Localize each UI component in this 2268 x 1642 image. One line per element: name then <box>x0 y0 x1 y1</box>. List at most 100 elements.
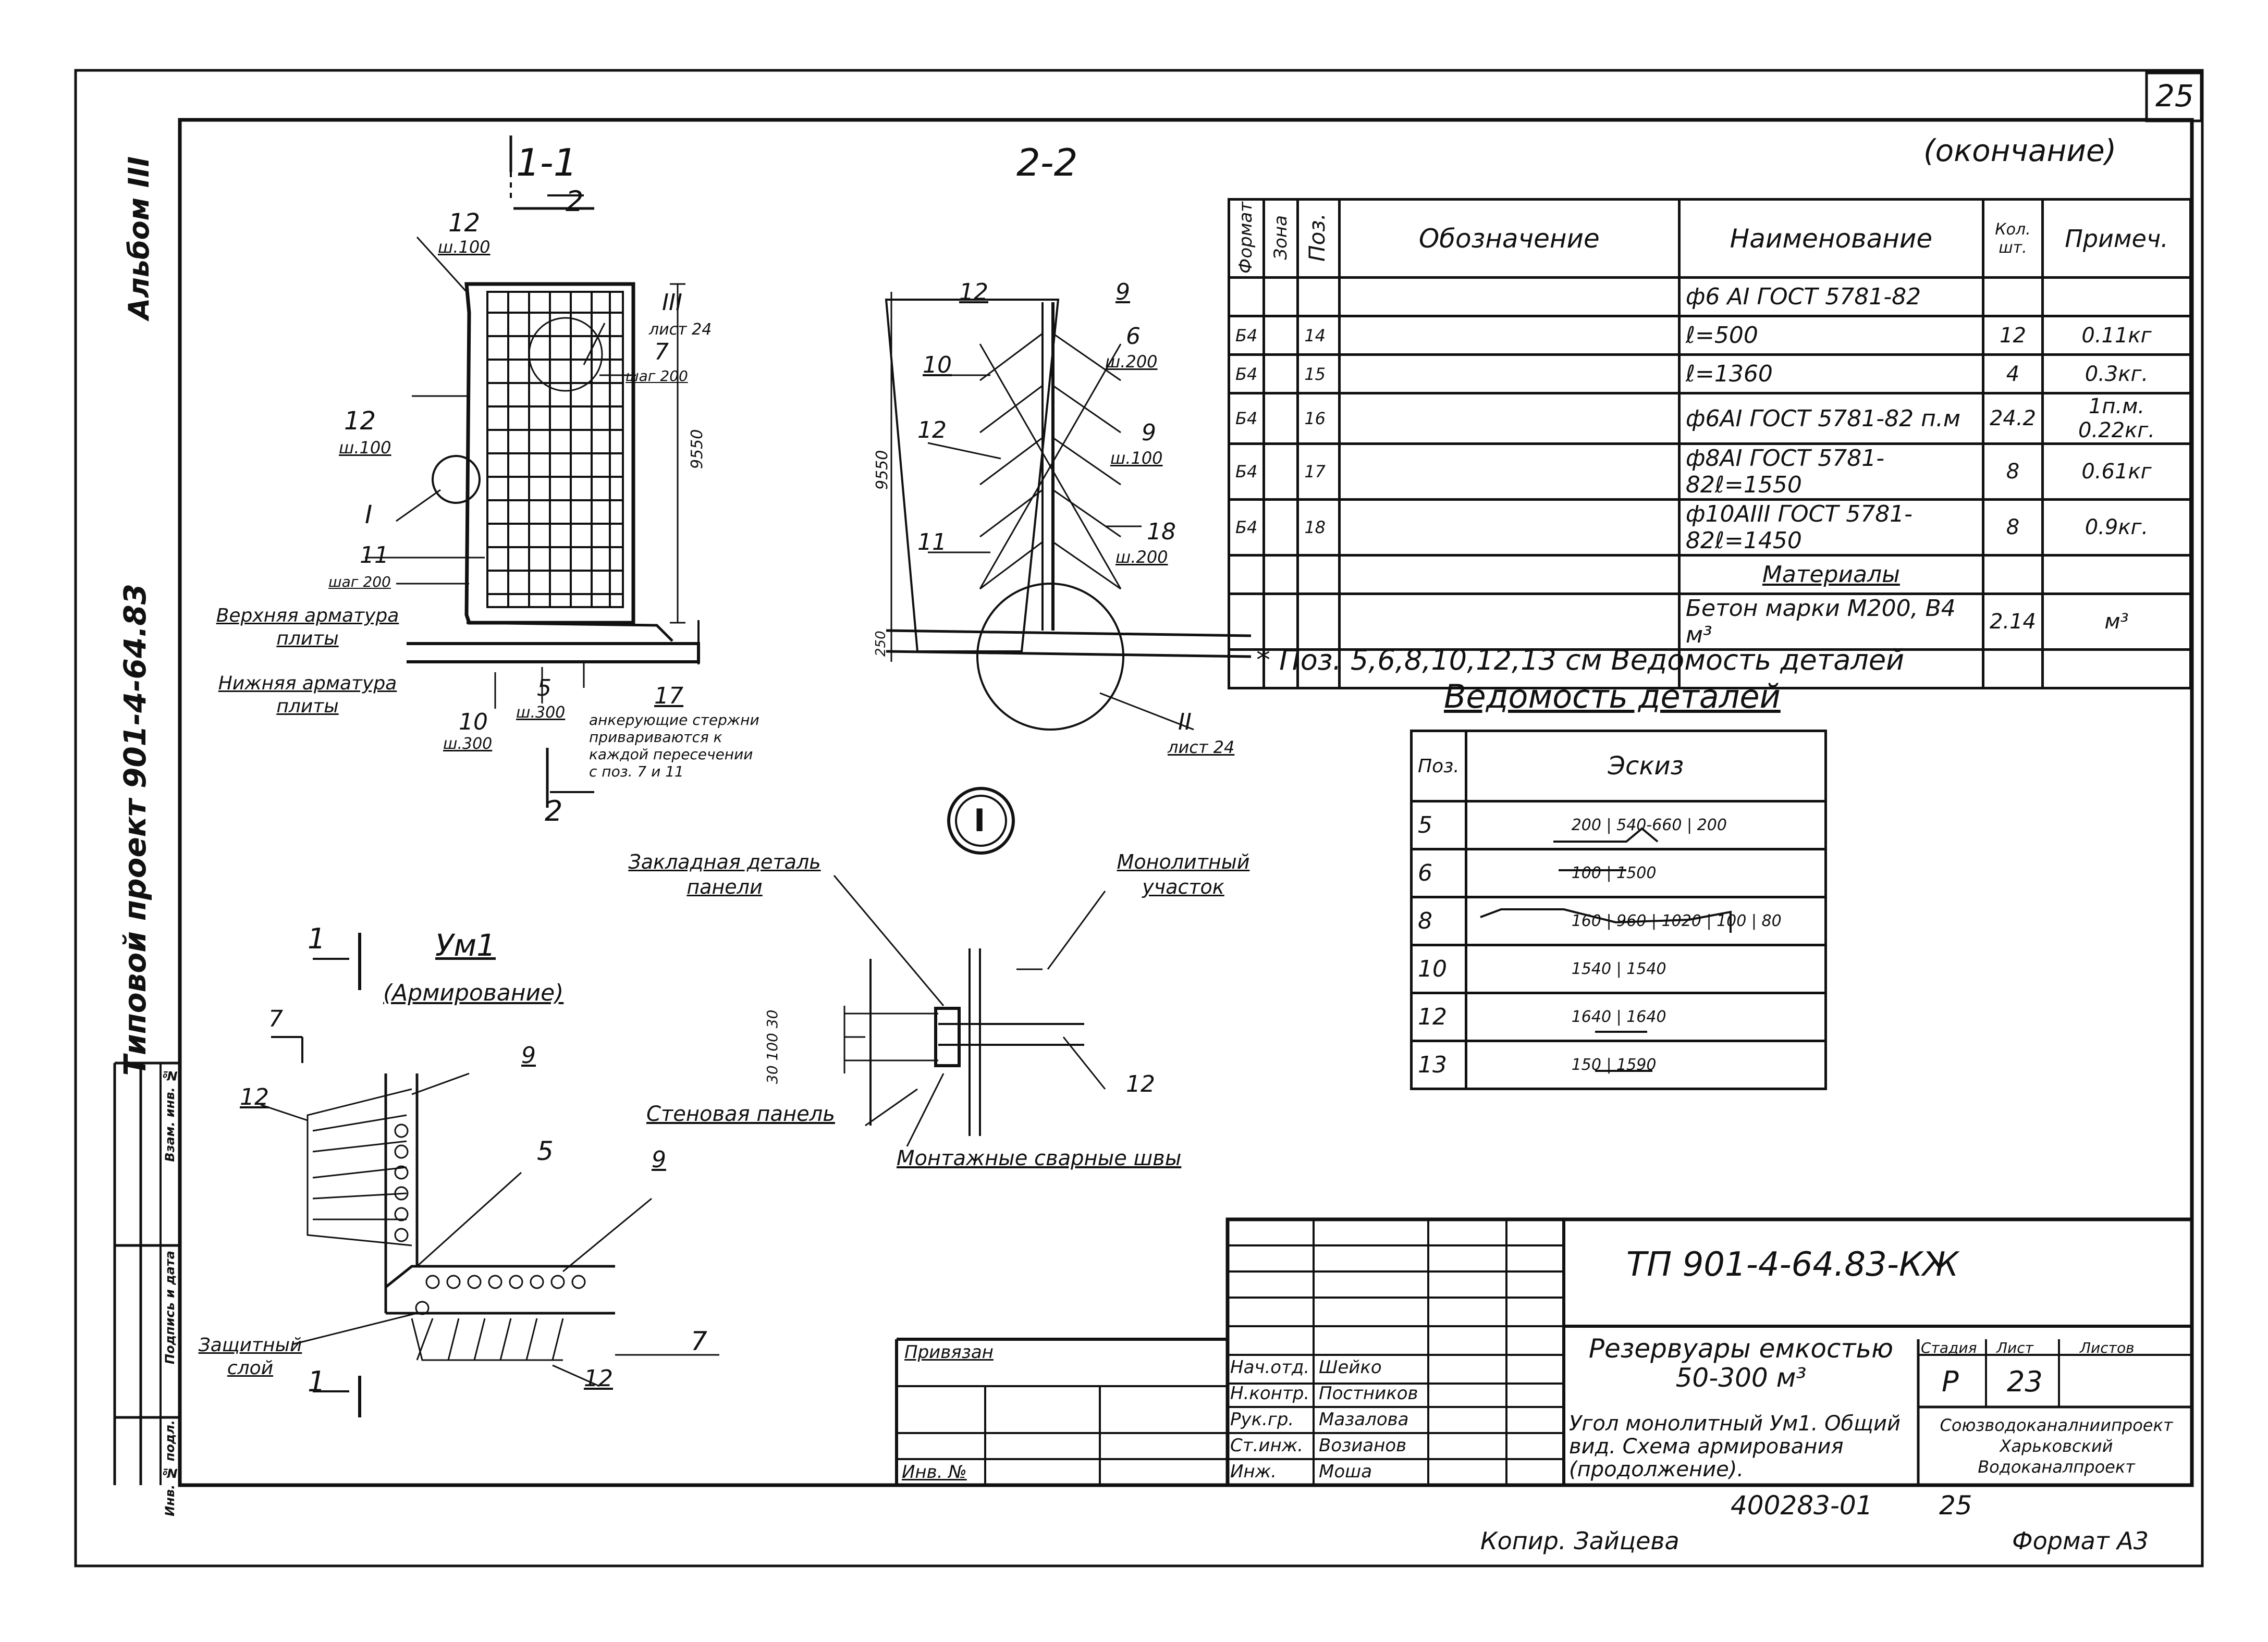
spec-cell: Б4 <box>1227 392 1266 445</box>
s2-p10: 10 <box>923 352 952 378</box>
title-privyazan: Привязан <box>904 1342 994 1363</box>
spec-cell <box>1338 315 1681 356</box>
details-sketch: 160 | 960 | 1020 | 100 | 80 <box>1464 896 1828 946</box>
details-sketch: 100 | 1500 <box>1464 848 1828 898</box>
s1-left-step: ш.100 <box>339 438 391 458</box>
details-note: * Поз. 5,6,8,10,12,13 см Ведомость детал… <box>1256 644 1905 676</box>
um1-p5: 5 <box>537 1136 554 1166</box>
title-object: Резервуары емкостью 50-300 м³ <box>1588 1334 1894 1393</box>
title-block-lines <box>895 1217 2194 1487</box>
spec-cell <box>2041 554 2192 595</box>
s1-cut-mark-bottom: 2 <box>545 795 563 828</box>
details-sketch: 1640 | 1640 <box>1464 992 1828 1042</box>
spec-cell: ф8АI ГОСТ 5781-82ℓ=1550 <box>1677 442 1984 501</box>
inner-frame <box>178 118 2194 1487</box>
title-inv: Инв. № <box>902 1462 967 1483</box>
node-I-embedded: Закладная деталь панели <box>628 850 821 898</box>
outer-frame <box>74 69 2204 1567</box>
title-stage: Р <box>1942 1365 1959 1398</box>
node-I-wall: Стеновая панель <box>646 1102 835 1126</box>
spec-cell <box>1262 276 1299 317</box>
s1-left-bar: 12 <box>344 406 376 436</box>
title-sheet-header: Лист <box>1996 1339 2033 1356</box>
spec-cell: 17 <box>1296 442 1341 501</box>
s1-pos11-step: шаг 200 <box>328 573 391 590</box>
page-number-box <box>2145 71 2203 122</box>
details-sketch: 200 | 540-660 | 200 <box>1464 800 1828 850</box>
spec-cell: Б4 <box>1227 315 1266 356</box>
spec-cell <box>1981 648 2044 689</box>
um1-p12b: 12 <box>584 1365 613 1392</box>
spec-cell <box>1338 392 1681 445</box>
s1-pos7-step: шаг 200 <box>626 367 688 385</box>
s2-height: 9550 <box>873 450 891 490</box>
spec-cell: Б4 <box>1227 498 1266 557</box>
details-title: Ведомость деталей <box>1444 677 1781 715</box>
spec-cell <box>1338 554 1681 595</box>
section-1-1-drawing <box>365 135 700 808</box>
spec-header-row: Формат Зона Поз. Обозначение Наименовани… <box>1227 198 2192 279</box>
spec-h-pos: Поз. <box>1296 198 1341 279</box>
details-pos: 10 <box>1410 944 1467 994</box>
footer-format: Формат А3 <box>2012 1527 2149 1555</box>
spec-cell <box>1262 592 1299 651</box>
spec-cell: 0.11кг <box>2041 315 2192 356</box>
spec-cell <box>1227 648 1266 689</box>
section-2-2-drawing <box>885 292 1252 731</box>
s1-pos7: 7 <box>654 339 669 365</box>
section-2-2-title: 2-2 <box>1016 141 1078 184</box>
spec-cell: 4 <box>1981 353 2044 394</box>
footer-copied: Копир. Зайцева <box>1480 1527 1679 1555</box>
staff-name: Шейко <box>1319 1357 1382 1378</box>
s1-upper-label: Верхняя арматура плиты <box>216 605 399 649</box>
node-I-dims: 30 100 30 <box>764 1009 781 1084</box>
spec-cell: 15 <box>1296 353 1341 394</box>
spec-cell <box>1338 648 1681 689</box>
spec-h-zone: Зона <box>1262 198 1299 279</box>
staff-row: Рук.гр.Мазалова <box>1230 1407 1564 1433</box>
section-1-1-cut-mark: 2 <box>566 185 584 218</box>
spec-cell: ℓ=1360 <box>1677 353 1984 394</box>
node-I-p12: 12 <box>1126 1071 1155 1097</box>
staff-name: Мазалова <box>1319 1409 1409 1430</box>
spec-cell: 0.61кг <box>2041 442 2192 501</box>
um1-drawing <box>260 933 719 1417</box>
um1-cut-mark-top: 1 <box>308 922 326 955</box>
s1-node-label: I <box>365 500 373 529</box>
spec-table: Формат Зона Поз. Обозначение Наименовани… <box>1227 198 2192 689</box>
spec-cell: ф6 АI ГОСТ 5781-82 <box>1677 276 1984 317</box>
um1-cover: Защитный слой <box>198 1335 302 1379</box>
spec-cell: 0.3кг. <box>2041 353 2192 394</box>
spec-cell: 16 <box>1296 392 1341 445</box>
spec-cell <box>1338 498 1681 557</box>
um1-cut-mark-bottom: 1 <box>308 1365 326 1398</box>
ending-note: (окончание) <box>1923 133 2117 168</box>
spec-cell <box>1338 592 1681 651</box>
spec-cell: Материалы <box>1677 554 1984 595</box>
s2-p18: 18 <box>1147 518 1176 545</box>
spec-cell: м³ <box>2041 592 2192 651</box>
spec-cell <box>1227 554 1266 595</box>
spec-cell <box>1227 276 1266 317</box>
staff-row: Ст.инж.Возианов <box>1230 1433 1564 1459</box>
spec-cell <box>1262 392 1299 445</box>
staff-role: Ст.инж. <box>1230 1435 1304 1456</box>
title-stage-header: Стадия <box>1921 1339 1977 1356</box>
spec-row: ф6 АI ГОСТ 5781-82 <box>1227 276 2192 317</box>
spec-cell: 12 <box>1981 315 2044 356</box>
spec-cell <box>1338 353 1681 394</box>
spec-cell: ℓ=500 <box>1677 315 1984 356</box>
spec-cell: 24.2 <box>1981 392 2044 445</box>
details-h-pos: Поз. <box>1410 730 1467 803</box>
staff-role: Н.контр. <box>1230 1383 1310 1404</box>
node-I-welds: Монтажные сварные швы <box>897 1146 1182 1170</box>
s1-pos17: 17 <box>654 683 683 709</box>
